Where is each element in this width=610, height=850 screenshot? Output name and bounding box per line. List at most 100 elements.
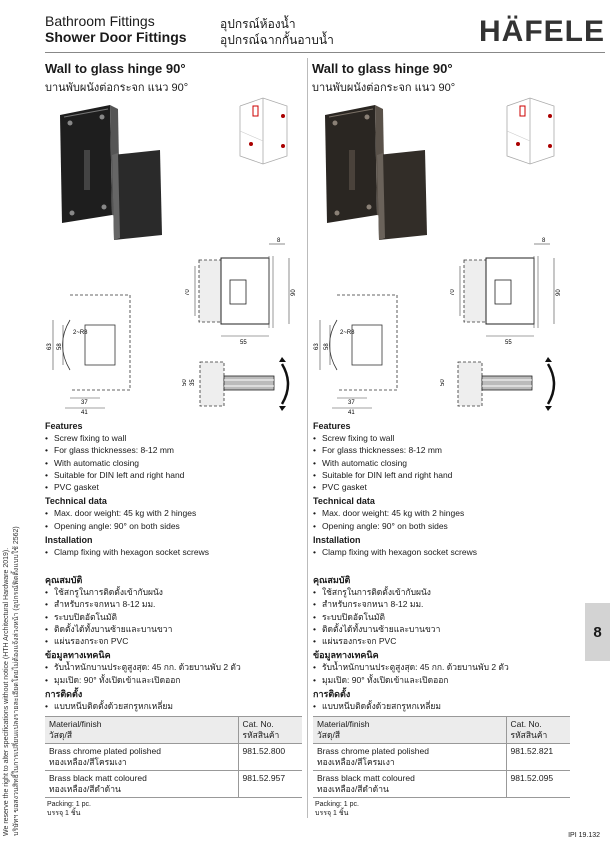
features-section: Features Screw fixing to wall For glass …	[45, 418, 303, 558]
dim-58: 58	[324, 343, 330, 350]
hinge-product-image	[60, 105, 162, 240]
feature-item: For glass thicknesses: 8-12 mm	[313, 444, 571, 456]
product-title: Wall to glass hinge 90°	[312, 61, 453, 76]
features-heading-th: คุณสมบัติ	[45, 575, 83, 585]
technical-item-th: มุมเปิด: 90° ทั้งเปิดเข้าและเปิดออก	[313, 674, 571, 686]
header-divider	[45, 52, 605, 53]
table-header-cat: Cat. No.รหัสสินค้า	[505, 716, 570, 744]
cat-no: 981.52.800	[237, 743, 302, 771]
dim-8: 8	[542, 238, 546, 244]
table-header-cat: Cat. No.รหัสสินค้า	[237, 716, 302, 744]
technical-drawing-top: 50	[440, 357, 556, 411]
technical-drawing-front: 8 70 90 55	[185, 238, 297, 346]
technical-heading-th: ข้อมูลทางเทคนิค	[313, 650, 379, 661]
subcategory-title-th: อุปกรณ์ฉากกั้นอาบน้ำ	[220, 33, 334, 47]
dim-37: 37	[348, 400, 355, 406]
feature-item: With automatic closing	[45, 457, 303, 469]
page-header: Bathroom Fittings Shower Door Fittings อ…	[45, 13, 605, 49]
feature-item-th: ระบบปิดอัตโนมัติ	[45, 611, 303, 623]
installation-diagram	[506, 97, 555, 165]
technical-item: Opening angle: 90° on both sides	[313, 520, 571, 532]
technical-item-th: รับน้ำหนักบานประตูสูงสุด: 45 กก. ด้วยบาน…	[45, 661, 303, 673]
features-section-th: คุณสมบัติ ใช้สกรูในการติดตั้งเข้ากับผนัง…	[45, 572, 303, 712]
feature-item-th: ระบบปิดอัตโนมัติ	[313, 611, 571, 623]
installation-item-th: แบบหนีบติดตั้งด้วยสกรูหกเหลี่ยม	[313, 700, 571, 712]
installation-item-th: แบบหนีบติดตั้งด้วยสกรูหกเหลี่ยม	[45, 700, 303, 712]
feature-item-th: ติดตั้งได้ทั้งบานซ้ายและบานขวา	[45, 623, 303, 635]
hinge-product-image	[325, 105, 427, 240]
dim-70: 70	[450, 289, 456, 296]
feature-item-th: ติดตั้งได้ทั้งบานซ้ายและบานขวา	[313, 623, 571, 635]
feature-item-th: ใช้สกรูในการติดตั้งเข้ากับผนัง	[45, 586, 303, 598]
cat-no: 981.52.095	[505, 770, 570, 798]
dim-55: 55	[240, 340, 247, 346]
feature-item: PVC gasket	[313, 481, 571, 493]
features-section-th: คุณสมบัติ ใช้สกรูในการติดตั้งเข้ากับผนัง…	[313, 572, 571, 712]
installation-heading: Installation	[45, 534, 93, 545]
dim-63: 63	[314, 343, 320, 350]
product-column-2: Wall to glass hinge 90° บานพับผนังต่อกระ…	[312, 58, 570, 96]
feature-item-th: สำหรับกระจกหนา 8-12 มม.	[45, 598, 303, 610]
category-title-th: อุปกรณ์ห้องน้ำ	[220, 17, 296, 31]
dim-70: 70	[185, 289, 191, 296]
packing-note: Packing: 1 pc.บรรจุ 1 ชิ้น	[315, 801, 359, 817]
feature-item-th: สำหรับกระจกหนา 8-12 มม.	[313, 598, 571, 610]
features-heading: Features	[313, 421, 351, 431]
feature-item-th: แผ่นรองกระจก PVC	[313, 635, 571, 647]
category-title: Bathroom Fittings	[45, 13, 155, 29]
dim-8: 8	[277, 238, 281, 244]
column-divider	[307, 58, 308, 818]
technical-drawing-front: 8 70 90 55	[450, 238, 562, 346]
technical-item: Max. door weight: 45 kg with 2 hinges	[313, 507, 571, 519]
technical-item-th: มุมเปิด: 90° ทั้งเปิดเข้าและเปิดออก	[45, 674, 303, 686]
dim-63: 63	[47, 343, 53, 350]
packing-note: Packing: 1 pc.บรรจุ 1 ชิ้น	[47, 801, 91, 817]
feature-item: Suitable for DIN left and right hand	[313, 469, 571, 481]
dim-50: 50	[182, 379, 188, 386]
subcategory-title: Shower Door Fittings	[45, 29, 187, 45]
technical-drawing-side: 2~R8 63 58 37 41	[314, 294, 398, 415]
feature-item: Screw fixing to wall	[45, 432, 303, 444]
cat-no: 981.52.957	[237, 770, 302, 798]
dim-radius: 2~R8	[340, 330, 355, 336]
technical-heading: Technical data	[313, 496, 375, 507]
feature-item: Screw fixing to wall	[313, 432, 571, 444]
technical-heading-th: ข้อมูลทางเทคนิค	[45, 650, 111, 661]
feature-item: Suitable for DIN left and right hand	[45, 469, 303, 481]
features-section: Features Screw fixing to wall For glass …	[313, 418, 571, 558]
installation-item: Clamp fixing with hexagon socket screws	[313, 546, 571, 558]
features-heading-th: คุณสมบัติ	[313, 575, 351, 585]
dim-90: 90	[556, 289, 562, 296]
cat-no: 981.52.821	[505, 743, 570, 771]
disclaimer-vertical: We reserve the right to alter specificat…	[3, 526, 20, 836]
dim-58: 58	[57, 343, 63, 350]
dim-41: 41	[348, 410, 355, 415]
features-heading: Features	[45, 421, 83, 431]
feature-item: PVC gasket	[45, 481, 303, 493]
feature-item-th: ใช้สกรูในการติดตั้งเข้ากับผนัง	[313, 586, 571, 598]
installation-heading: Installation	[313, 534, 361, 545]
installation-heading-th: การติดตั้ง	[45, 688, 83, 699]
technical-item-th: รับน้ำหนักบานประตูสูงสุด: 45 กก. ด้วยบาน…	[313, 661, 571, 673]
dim-37: 37	[81, 400, 88, 406]
dim-50: 50	[440, 379, 446, 386]
dim-55: 55	[505, 340, 512, 346]
technical-item: Max. door weight: 45 kg with 2 hinges	[45, 507, 303, 519]
product-title: Wall to glass hinge 90°	[45, 61, 186, 76]
product-title-th: บานพับผนังต่อกระจก แนว 90°	[45, 82, 189, 94]
dim-35: 35	[190, 379, 196, 386]
installation-item: Clamp fixing with hexagon socket screws	[45, 546, 303, 558]
dim-radius: 2~R8	[73, 330, 88, 336]
technical-item: Opening angle: 90° on both sides	[45, 520, 303, 532]
chapter-tab: 8	[585, 603, 610, 661]
technical-drawing-top: 50 35	[182, 357, 290, 411]
technical-drawing-side: 2~R8 63 58 37 41	[47, 294, 131, 415]
